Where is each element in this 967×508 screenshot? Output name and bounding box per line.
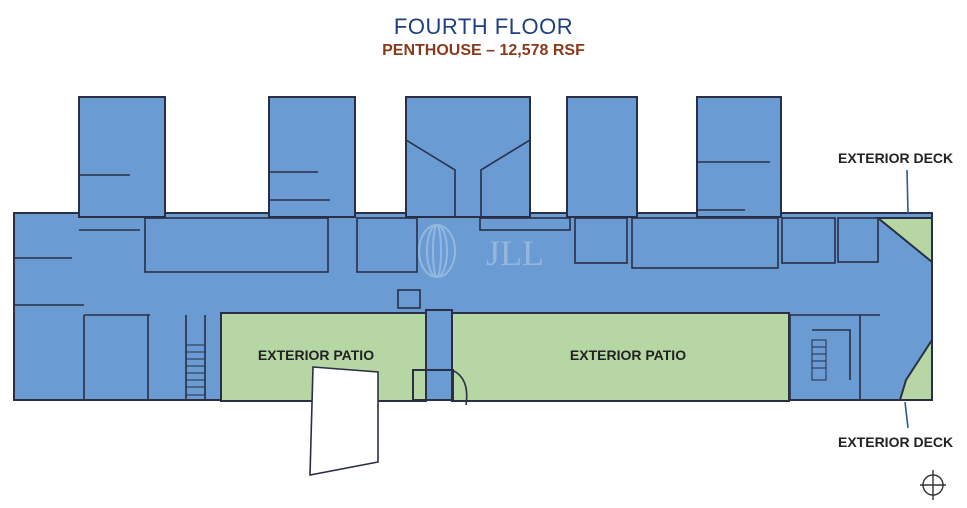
- compass-rose-icon: [920, 470, 946, 500]
- deck-bottom-area: [898, 336, 933, 401]
- patio-left-label: EXTERIOR PATIO: [258, 347, 374, 363]
- deck-top-leader: [906, 169, 909, 214]
- partitions: [13, 139, 880, 400]
- floor-subtitle: PENTHOUSE – 12,578 RSF: [382, 42, 585, 59]
- wing-3: [405, 96, 531, 218]
- stairs: [185, 339, 827, 396]
- core: [412, 309, 454, 401]
- door-swing: [451, 369, 468, 406]
- patio-right: [451, 312, 790, 402]
- exterior-deck-bottom-label: EXTERIOR DECK: [838, 434, 954, 450]
- deck-top-area: [875, 217, 933, 265]
- wing-2: [268, 96, 356, 218]
- wing-4: [566, 96, 638, 218]
- roof-projection: [309, 366, 379, 476]
- watermark-text: JLL: [486, 233, 544, 273]
- patio-right-label: EXTERIOR PATIO: [570, 347, 686, 363]
- floor-title: FOURTH FLOOR: [393, 14, 574, 39]
- deck-bottom-leader: [904, 401, 909, 429]
- wing-5: [696, 96, 782, 218]
- wing-1: [78, 96, 166, 218]
- jll-logo-watermark: [418, 224, 456, 278]
- exterior-deck-top-label: EXTERIOR DECK: [838, 150, 954, 166]
